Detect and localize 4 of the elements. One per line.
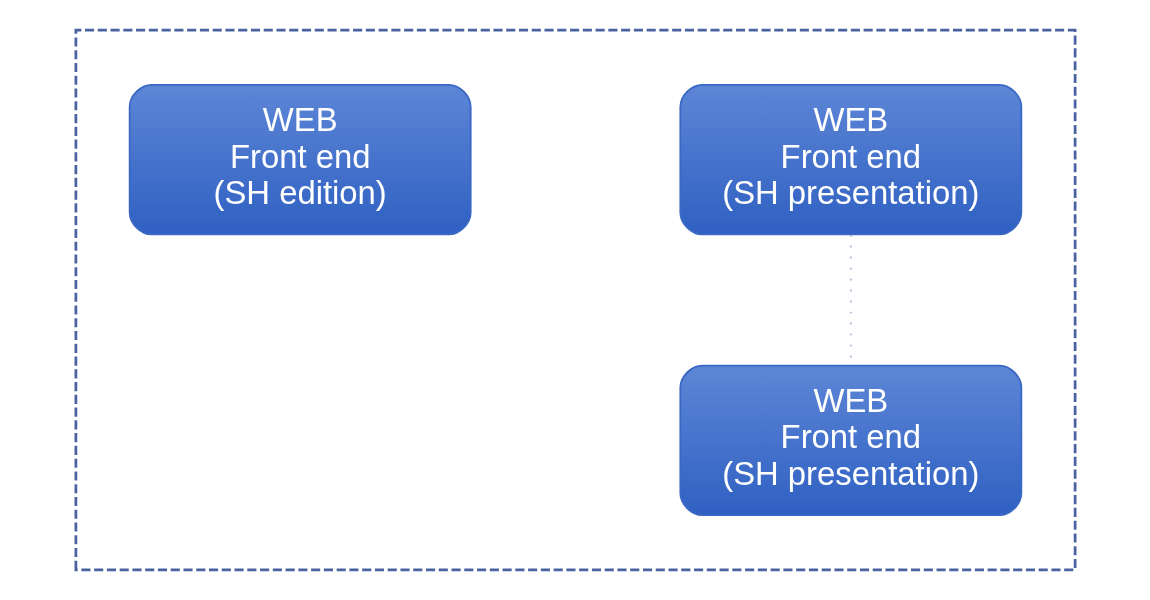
node-box: WEB Front end (SH presentation): [678, 364, 1022, 517]
cluster: [74, 28, 1076, 572]
node-box: WEB Front end (SH presentation): [678, 83, 1022, 236]
node-box: WEB Front end (SH edition): [128, 83, 472, 236]
